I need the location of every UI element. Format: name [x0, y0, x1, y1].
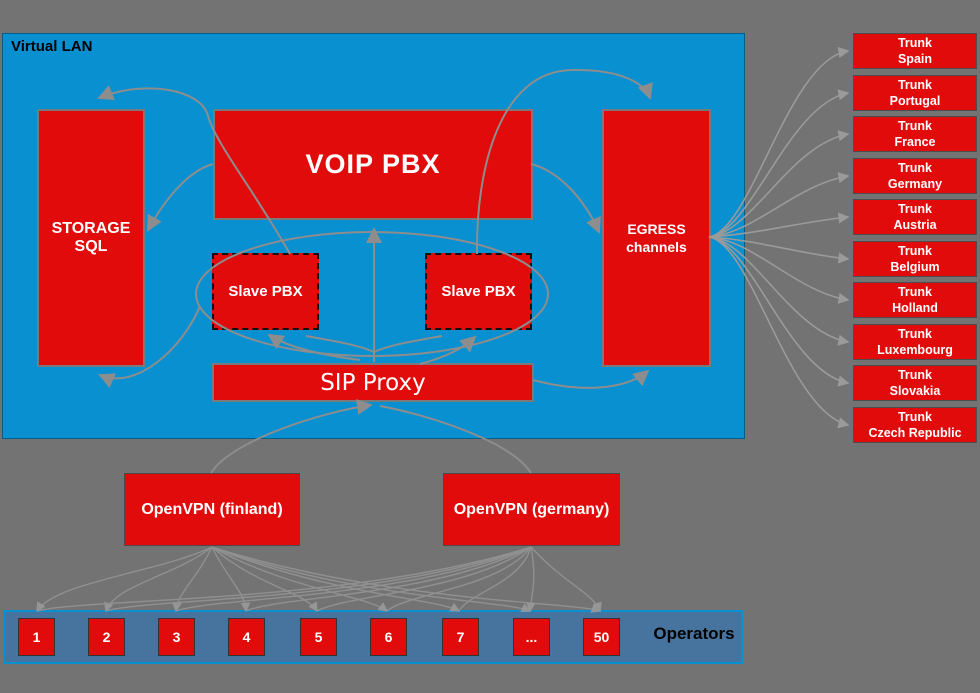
- egress-channels-label: EGRESS channels: [626, 220, 687, 256]
- fi-op8: [211, 546, 532, 613]
- operator-5-node: 5: [300, 618, 337, 656]
- trunk-country: France: [894, 135, 936, 149]
- de-op1: [36, 546, 532, 612]
- operator-number: 2: [102, 629, 111, 645]
- egress-channels-node: EGRESS channels: [602, 109, 711, 367]
- trunk-country: Spain: [897, 52, 933, 66]
- de-op2: [105, 546, 532, 612]
- operator-number: ...: [525, 629, 538, 645]
- operator-1-node: 1: [18, 618, 55, 656]
- operator-4-node: 4: [228, 618, 265, 656]
- voip-pbx-node: VOIP PBX: [213, 109, 533, 220]
- de-op3: [175, 546, 532, 612]
- fi-op9: [211, 546, 602, 613]
- slave-pbx-left-label: Slave PBX: [228, 283, 303, 300]
- trunk-type: Trunk: [897, 284, 933, 299]
- de-op8: [526, 546, 536, 613]
- lan-node-layer: STORAGE SQL VOIP PBX Slave PBX Slave PBX…: [2, 33, 743, 437]
- vpn-operator-fanout: [36, 546, 602, 613]
- openvpn-finland-node: OpenVPN (finland): [124, 473, 300, 546]
- storage-sql-label: STORAGE SQL: [51, 220, 131, 255]
- slave-pbx-right-label: Slave PBX: [441, 283, 516, 300]
- fi-op4: [211, 546, 251, 613]
- fi-op5: [211, 546, 318, 613]
- slave-pbx-right-node: Slave PBX: [425, 253, 532, 330]
- operator-7-node: 7: [442, 618, 479, 656]
- openvpn-germany-node: OpenVPN (germany): [443, 473, 620, 546]
- sip-proxy-label: SIP Proxy: [320, 369, 426, 396]
- operator-number: 7: [456, 629, 465, 645]
- trunk-country: Belgium: [890, 260, 940, 274]
- trunk-country: Portugal: [889, 94, 941, 108]
- operator-number: 3: [172, 629, 181, 645]
- trunk-type: Trunk: [897, 326, 933, 341]
- operator-50-node: 50: [583, 618, 620, 656]
- operator-number: 5: [314, 629, 323, 645]
- de-op7: [458, 546, 532, 612]
- trunk-type: Trunk: [897, 160, 933, 175]
- de-op4: [245, 546, 532, 612]
- operator-3-node: 3: [158, 618, 195, 656]
- openvpn-finland-label: OpenVPN (finland): [141, 500, 283, 518]
- egress-line1: EGRESS: [627, 220, 686, 237]
- operator-number: 1: [32, 629, 41, 645]
- trunk-country: Luxembourg: [877, 343, 953, 357]
- storage-sql-node: STORAGE SQL: [37, 109, 145, 367]
- trunk-country: Germany: [887, 177, 943, 191]
- trunk-country: Slovakia: [889, 384, 941, 398]
- fi-op6: [211, 546, 389, 612]
- operators-label: Operators: [653, 624, 735, 643]
- fi-op2: [104, 546, 213, 613]
- trunk-country: Czech Republic: [868, 426, 962, 440]
- operator-number: 6: [384, 629, 393, 645]
- de-op6: [386, 546, 532, 612]
- fi-op7: [211, 546, 461, 612]
- fi-op1: [36, 546, 213, 613]
- trunk-type: Trunk: [897, 409, 933, 424]
- trunk-type: Trunk: [897, 201, 933, 216]
- trunk-type: Trunk: [897, 118, 933, 133]
- trunk-type: Trunk: [897, 35, 933, 50]
- trunk-type: Trunk: [897, 77, 933, 92]
- virtual-lan-label: Virtual LAN: [11, 38, 93, 55]
- operator-number: 4: [242, 629, 251, 645]
- sip-proxy-node: SIP Proxy: [212, 363, 534, 402]
- egress-line2: channels: [626, 239, 687, 255]
- operator-6-node: 6: [370, 618, 407, 656]
- trunk-country: Austria: [893, 218, 937, 232]
- fi-op3: [172, 546, 213, 613]
- de-op5: [316, 546, 532, 612]
- slave-pbx-left-node: Slave PBX: [212, 253, 319, 330]
- trunk-type: Trunk: [897, 243, 933, 258]
- trunk-type: Trunk: [897, 367, 933, 382]
- operator-number: 50: [593, 629, 610, 645]
- de-op9: [530, 546, 602, 613]
- voip-pbx-label: VOIP PBX: [305, 149, 441, 179]
- operator-2-node: 2: [88, 618, 125, 656]
- openvpn-germany-label: OpenVPN (germany): [453, 500, 610, 518]
- trunk-country: Holland: [892, 301, 938, 315]
- operator-ellipsis-node: ...: [513, 618, 550, 656]
